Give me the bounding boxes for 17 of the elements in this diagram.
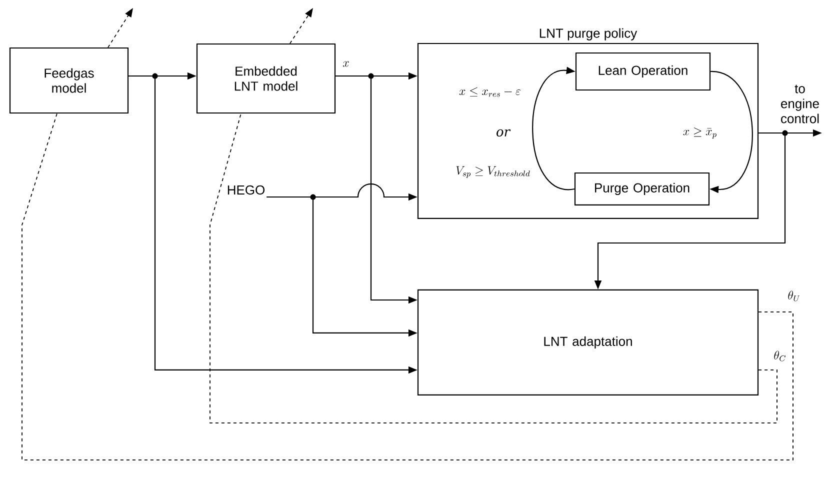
node-label: LNT purge policy xyxy=(540,28,638,40)
math-label: $x \le x_{res} - \varepsilon$ xyxy=(459,87,521,97)
input-label: HEGO xyxy=(228,185,265,195)
text-label: or xyxy=(496,129,511,137)
process-box: Purge Operation xyxy=(574,172,710,206)
process-box: LNT adaptation xyxy=(417,289,759,396)
math-label: $V_{sp} \ge V_{threshold}$ xyxy=(456,166,530,178)
math-label: $x \ge \bar{x}_{p}$ xyxy=(683,128,716,138)
process-box: Embedded LNT model xyxy=(196,43,336,114)
math-label: $x$ xyxy=(343,61,349,67)
math-label: $\theta_{C}$ xyxy=(774,350,786,362)
process-box: Feedgas model xyxy=(9,47,129,114)
math-label: $\theta_{U}$ xyxy=(788,290,800,302)
dashed-line xyxy=(210,113,778,424)
output-label: to engine control xyxy=(781,84,819,124)
dashed-line xyxy=(22,113,794,460)
process-box: Lean Operation xyxy=(575,52,711,91)
